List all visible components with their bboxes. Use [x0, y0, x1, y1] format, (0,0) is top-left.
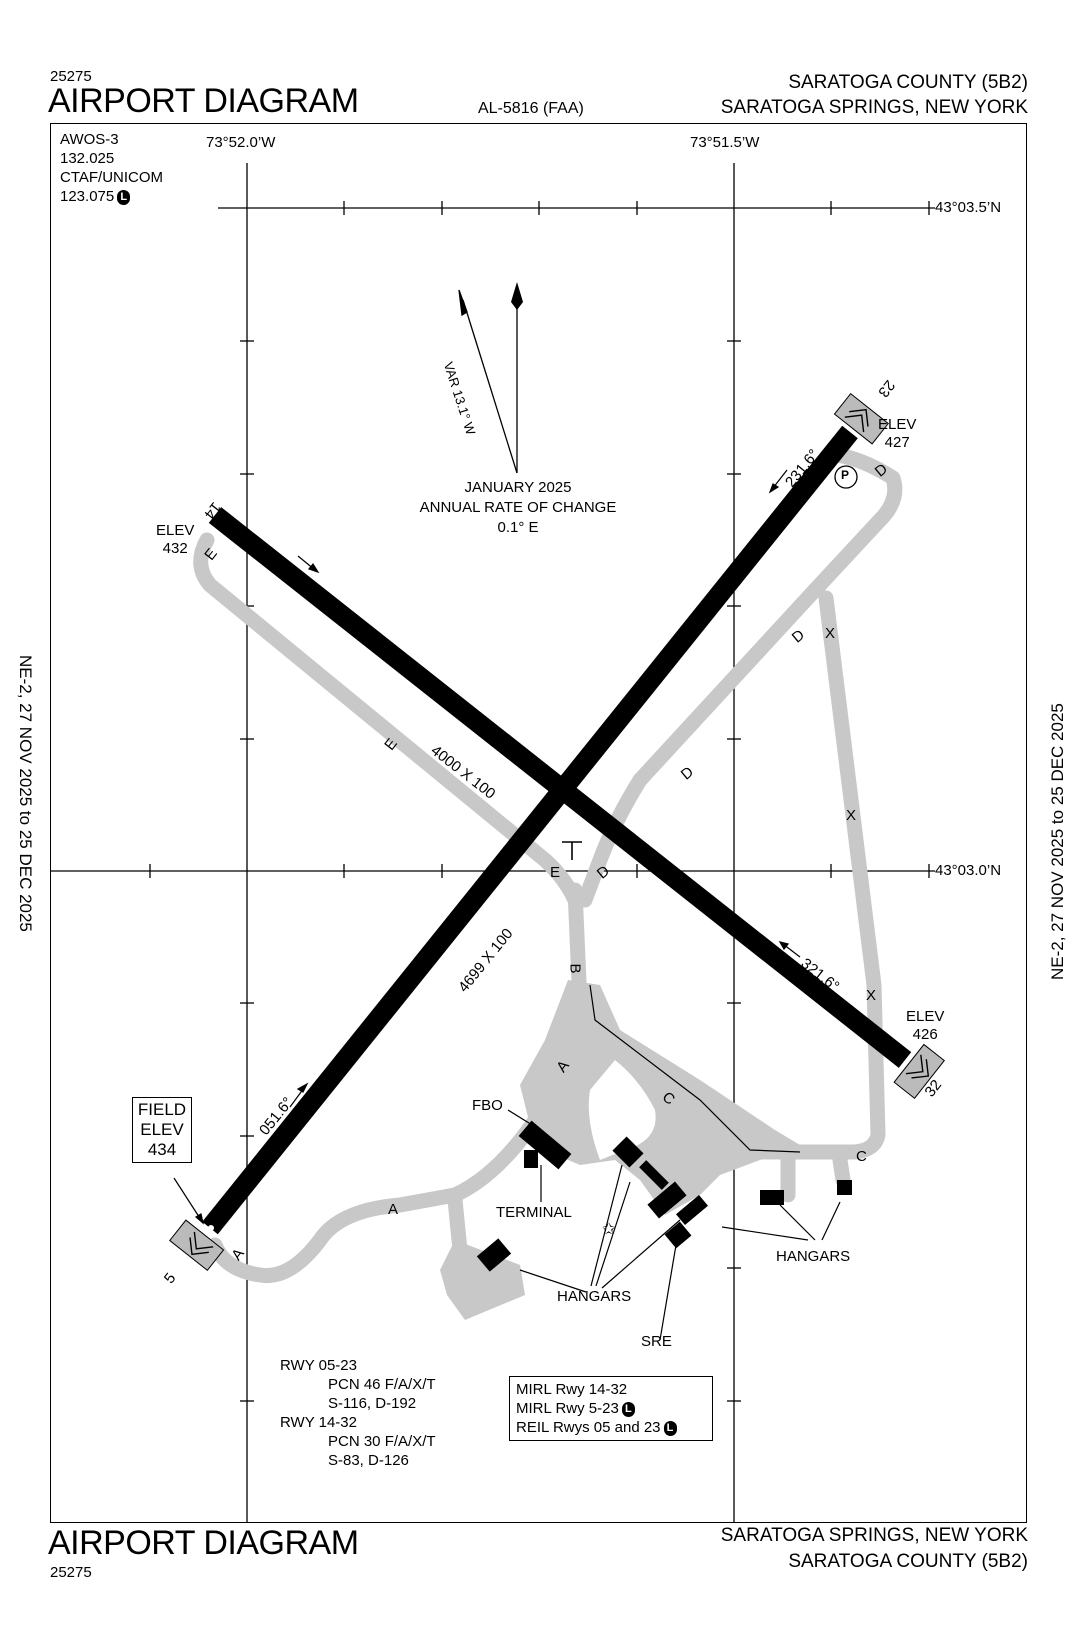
parking-icon: P: [841, 468, 850, 482]
ctaf-label: CTAF/UNICOM: [60, 169, 164, 186]
awos-label: AWOS-3: [60, 131, 119, 148]
mag-date: JANUARY 2025: [464, 479, 572, 496]
pcn-rwy1-value: PCN 46 F/A/X/T: [328, 1376, 436, 1393]
pcn-rwy2-label: RWY 14-32: [280, 1414, 357, 1431]
chart-number-top: 25275: [50, 68, 92, 85]
north-arrows: [458, 282, 523, 474]
taxiway-x-label-2: X: [846, 807, 857, 824]
diagram-frame: [50, 123, 1027, 1523]
rwy-23-blastpad: [833, 392, 889, 445]
hangars-label-1: HANGARS: [557, 1288, 632, 1305]
sre-label: SRE: [641, 1333, 672, 1350]
hangar-1: [612, 1136, 644, 1168]
lighting-badge-icon: L: [621, 1401, 635, 1417]
airport-name-bottom: SARATOGA COUNTY (5B2): [788, 1551, 1028, 1572]
city-top: SARATOGA SPRINGS, NEW YORK: [720, 97, 1028, 118]
buildings: [476, 1120, 852, 1272]
hangar-2: [639, 1160, 669, 1190]
airport-name-top: SARATOGA COUNTY (5B2): [788, 72, 1028, 93]
graticule-ticks: [149, 201, 930, 1402]
taxiway-a-label-2: A: [388, 1201, 399, 1218]
runway-ends: [169, 392, 945, 1272]
field-elev-box: FIELD ELEV 434: [132, 1097, 192, 1163]
fbo-label: FBO: [472, 1097, 503, 1114]
parking-circle: [834, 465, 858, 489]
page-title-top: AIRPORT DIAGRAM: [48, 82, 359, 120]
pcn-rwy2-weights: S-83, D-126: [328, 1452, 409, 1469]
aprons: [440, 980, 800, 1320]
terminal-label: TERMINAL: [496, 1204, 572, 1221]
pcn-rwy2-value: PCN 30 F/A/X/T: [328, 1433, 436, 1450]
mag-change-label: ANNUAL RATE OF CHANGE: [419, 499, 617, 516]
graticule: [50, 163, 935, 1523]
taxiway-x-label-3: X: [866, 987, 877, 1004]
leader-lines: [173, 1109, 841, 1341]
heading-arrows: [289, 469, 801, 1108]
arp-marker: [208, 1225, 214, 1231]
awos-freq: 132.025: [60, 150, 115, 167]
wind-tee: [562, 841, 582, 860]
lat-north-label: 43°03.5’N: [935, 199, 1002, 216]
rwy-32-blastpad: [893, 1043, 945, 1099]
fbo-building: [524, 1150, 538, 1168]
city-bottom: SARATOGA SPRINGS, NEW YORK: [720, 1525, 1028, 1546]
mag-change-block: JANUARY 2025 ANNUAL RATE OF CHANGE 0.1° …: [413, 478, 623, 538]
apron-island: [588, 1060, 656, 1160]
lon-west-label: 73°52.0’W: [206, 134, 276, 151]
taxiway-x: [752, 590, 886, 1160]
sre-building: [664, 1221, 692, 1249]
true-north-arrow: [511, 282, 523, 310]
hangar-7: [837, 1180, 852, 1195]
hangar-6: [760, 1190, 784, 1205]
hangars-label-2: HANGARS: [776, 1248, 851, 1265]
runways: [202, 425, 912, 1235]
chart-number-bottom: 25275: [50, 1564, 92, 1581]
runway-05-23: [202, 425, 858, 1235]
pcn-rwy1-label: RWY 05-23: [280, 1357, 357, 1374]
mag-north-arrow: [458, 289, 468, 317]
hangar-connector-2: [832, 1152, 851, 1188]
taxilane-c: [589, 984, 801, 1153]
hangar-4: [676, 1194, 708, 1226]
page-title-bottom: AIRPORT DIAGRAM: [48, 1524, 359, 1562]
taxiway-a: [207, 1072, 568, 1284]
rwy-5-blastpad: [169, 1219, 225, 1272]
hangar-3: [647, 1181, 687, 1219]
procedure-id: AL-5816 (FAA): [478, 100, 584, 117]
pcn-rwy1-weights: S-116, D-192: [328, 1395, 417, 1412]
lat-south-label: 43°03.0’N: [935, 862, 1002, 879]
south-apron: [440, 1240, 525, 1320]
lighting-badge-icon: L: [663, 1420, 677, 1436]
lon-east-label: 73°51.5’W: [690, 134, 760, 151]
lighting-badge-icon: L: [117, 189, 131, 205]
taxiway-c-label-2: C: [856, 1148, 867, 1165]
mag-change-value: 0.1° E: [497, 519, 539, 536]
main-apron: [520, 980, 800, 1215]
taxiway-b-label: B: [566, 963, 584, 974]
mag-north-line: [462, 299, 518, 474]
terminal-building: [518, 1120, 572, 1170]
taxiway-e-label-3: E: [550, 864, 561, 881]
taxiway-e: [193, 532, 583, 908]
lighting-line1: MIRL Rwy 14-32: [516, 1381, 628, 1398]
taxiway-x-label-1: X: [825, 625, 836, 642]
pcn-block: RWY 05-23 PCN 46 F/A/X/T S-116, D-192 RW…: [280, 1356, 436, 1470]
hangar-5: [476, 1238, 512, 1272]
